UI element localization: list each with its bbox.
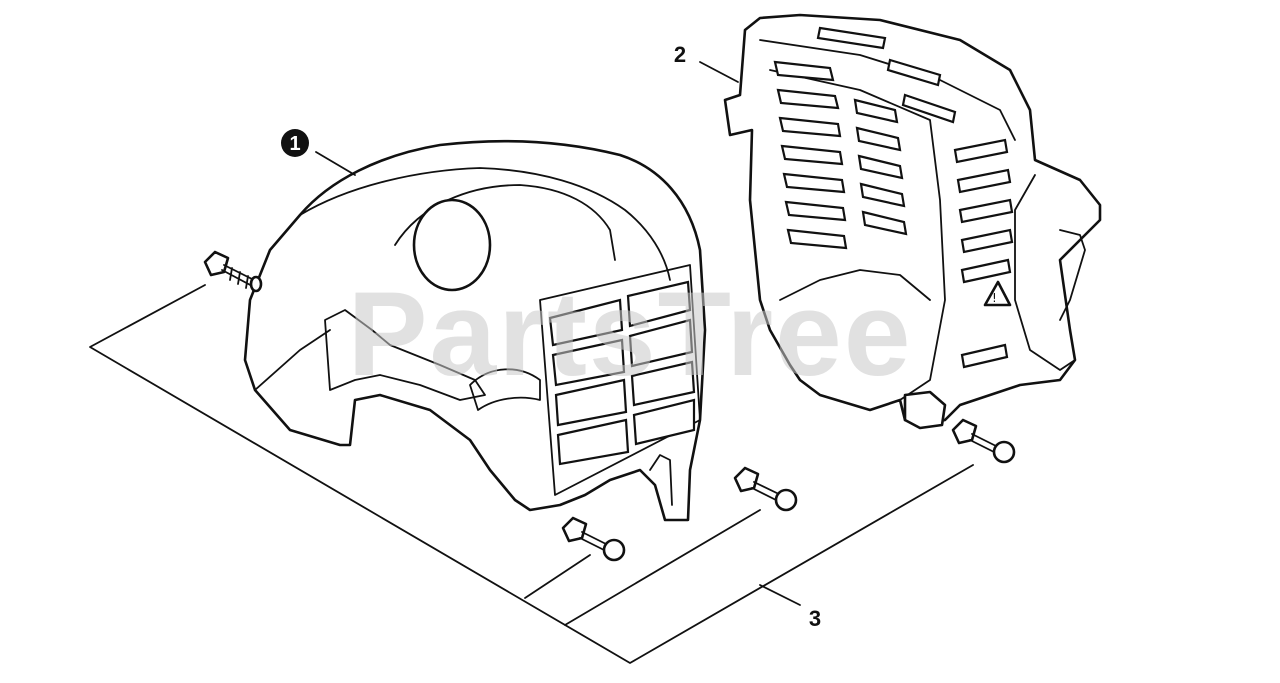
part-3-bolt-upper-left[interactable] [203, 250, 263, 293]
part-2-rear-shield[interactable]: ! [723, 13, 1102, 430]
callout-3-text: 3 [809, 606, 821, 631]
callout-1-text: 1 [289, 133, 300, 155]
part-1-front-cover[interactable] [243, 139, 707, 522]
part-3-bolt-lower[interactable] [561, 516, 626, 562]
part-3-bolt-center[interactable] [733, 466, 798, 512]
leader-lines [89, 61, 974, 664]
watermark-text: PartsTree [347, 267, 912, 401]
callout-2-text: 2 [674, 42, 686, 67]
callout-1: 1 [281, 129, 309, 157]
part-3-bolt-right[interactable] [951, 418, 1016, 464]
warning-icon: ! [992, 291, 997, 305]
